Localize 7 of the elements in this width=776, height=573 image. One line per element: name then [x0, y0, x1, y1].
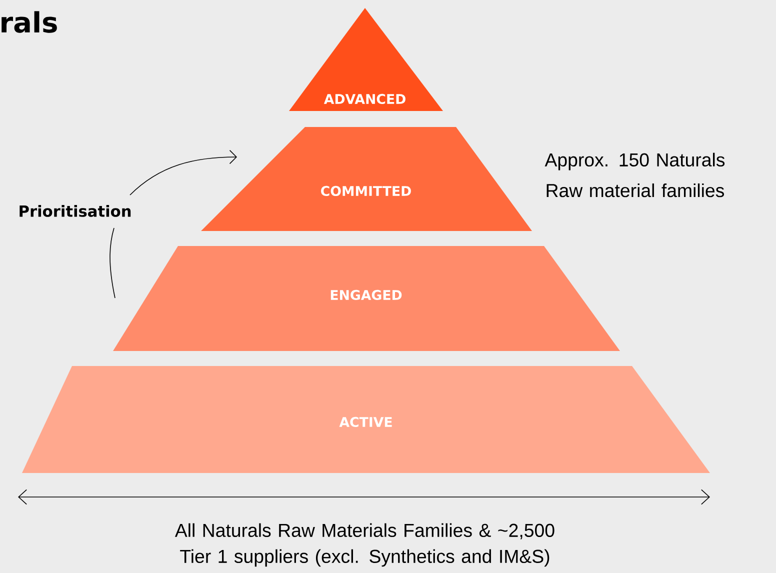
- pyramid-tier: COMMITTED: [201, 127, 532, 231]
- axis-label: Prioritisation: [20, 205, 131, 217]
- pyramid-tier: ENGAGED: [113, 246, 620, 351]
- annotation-text: Approx. 150 Naturals Raw material families: [544, 152, 725, 198]
- pyramid-tier: ADVANCED: [289, 8, 443, 111]
- heading: rals: [2, 11, 57, 33]
- caption-text: All Naturals Raw Materials Families & ~2,500 Tier 1 suppliers (excl. Synthetics and IM&S): [174, 523, 554, 567]
